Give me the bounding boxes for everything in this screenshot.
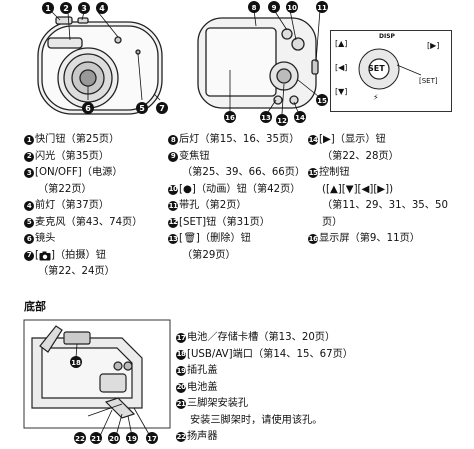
svg-text:21: 21 xyxy=(91,435,101,443)
callout-2: 2 xyxy=(60,2,72,14)
callout-14: 14 xyxy=(294,111,306,123)
pad-right: [▶] xyxy=(427,41,440,50)
legend-item-15-cont2: （第11、29、31、35、50 xyxy=(322,200,448,211)
svg-text:1: 1 xyxy=(45,4,51,13)
svg-text:15: 15 xyxy=(317,97,327,105)
callout-17-fig: 17 xyxy=(146,432,158,444)
callout-22-fig: 22 xyxy=(74,432,86,444)
camera-back-figure: 8 9 10 11 16 13 12 14 15 xyxy=(197,1,328,126)
legend-item-13-cont: （第29页） xyxy=(182,249,236,261)
legend-item-7-cont: （第22、24页） xyxy=(38,266,115,277)
bottom-section-heading: 底部 xyxy=(24,300,46,313)
callout-5: 5 xyxy=(136,102,148,114)
legend-item-21-cont: 安装三脚架时，请使用该孔。 xyxy=(190,414,323,426)
callout-6: 6 xyxy=(82,102,94,114)
legend-item-15-cont3: 页） xyxy=(322,216,343,228)
callout-3: 3 xyxy=(78,2,90,14)
legend-item-18: 18[USB/AV]端口（第14、15、67页） xyxy=(176,348,353,360)
callout-11: 11 xyxy=(316,1,328,13)
callout-16: 16 xyxy=(224,111,236,123)
svg-text:9: 9 xyxy=(272,4,277,12)
legend-item-10: 10[●]（动画）钮（第42页） xyxy=(168,183,301,195)
pad-set-center: SET xyxy=(368,64,385,73)
flash-icon: ⚡ xyxy=(373,93,379,102)
callout-13: 13 xyxy=(260,111,272,123)
callout-20-fig: 20 xyxy=(108,432,120,444)
callout-1: 1 xyxy=(42,2,54,14)
callout-15: 15 xyxy=(316,94,328,106)
legend-item-3: 3[ON/OFF]（电源） xyxy=(24,165,142,182)
legend-item-15-cont: ([▲][▼][◀][▶]) xyxy=(322,183,394,195)
camera-bottom-figure: 18 22 21 20 19 17 xyxy=(23,319,171,444)
svg-text:8: 8 xyxy=(252,4,257,12)
legend-item-13: 13[🗑]（删除）钮 xyxy=(168,233,251,244)
svg-text:13: 13 xyxy=(261,114,271,122)
svg-text:4: 4 xyxy=(99,4,105,13)
pad-left: [◀] xyxy=(335,63,348,72)
legend-item-9-cont: （第25、39、66、66页） xyxy=(182,167,306,178)
callout-21-fig: 21 xyxy=(90,432,102,444)
legend-item-7: 7 [ ]（拍摄）钮 xyxy=(24,248,142,265)
camera-icon xyxy=(39,251,51,260)
pad-up: [▲] xyxy=(335,39,348,48)
callout-19-fig: 19 xyxy=(126,432,138,444)
legend-item-12: 12[SET]钮（第31页） xyxy=(168,216,270,228)
control-pad-detail: DISP [▲] [◀] [▼] [▶] SET [SET] ⚡ xyxy=(330,30,452,112)
pad-set-right-label: [SET] xyxy=(419,77,438,85)
callout-12: 12 xyxy=(276,114,288,126)
svg-text:14: 14 xyxy=(295,114,305,122)
pad-disp-label: DISP xyxy=(379,33,395,40)
callout-7: 7 xyxy=(156,102,168,114)
svg-text:3: 3 xyxy=(81,4,87,13)
svg-text:20: 20 xyxy=(109,435,119,443)
svg-text:12: 12 xyxy=(277,117,287,125)
legend-item-3-cont: （第22页） xyxy=(38,183,92,195)
svg-text:19: 19 xyxy=(127,435,137,443)
legend-item-14-cont: （第22、28页） xyxy=(322,150,399,162)
svg-text:18: 18 xyxy=(71,359,81,367)
svg-text:17: 17 xyxy=(147,435,157,443)
svg-text:22: 22 xyxy=(75,435,85,443)
callout-9: 9 xyxy=(268,1,280,13)
svg-text:10: 10 xyxy=(287,4,297,12)
legend-item-14: 14[▶]（显示）钮 xyxy=(308,134,386,145)
pad-down: [▼] xyxy=(335,87,348,96)
svg-text:2: 2 xyxy=(63,4,69,13)
callout-8: 8 xyxy=(248,1,260,13)
svg-text:5: 5 xyxy=(139,104,145,113)
svg-text:6: 6 xyxy=(85,104,91,113)
svg-text:16: 16 xyxy=(225,114,235,122)
callout-4: 4 xyxy=(96,2,108,14)
callout-18-fig: 18 xyxy=(70,356,82,368)
camera-front-figure: 1 2 3 4 6 5 7 xyxy=(37,2,168,115)
svg-text:11: 11 xyxy=(317,4,327,12)
callout-10: 10 xyxy=(286,1,298,13)
control-pad-graphic xyxy=(358,48,422,90)
svg-text:7: 7 xyxy=(159,104,165,113)
